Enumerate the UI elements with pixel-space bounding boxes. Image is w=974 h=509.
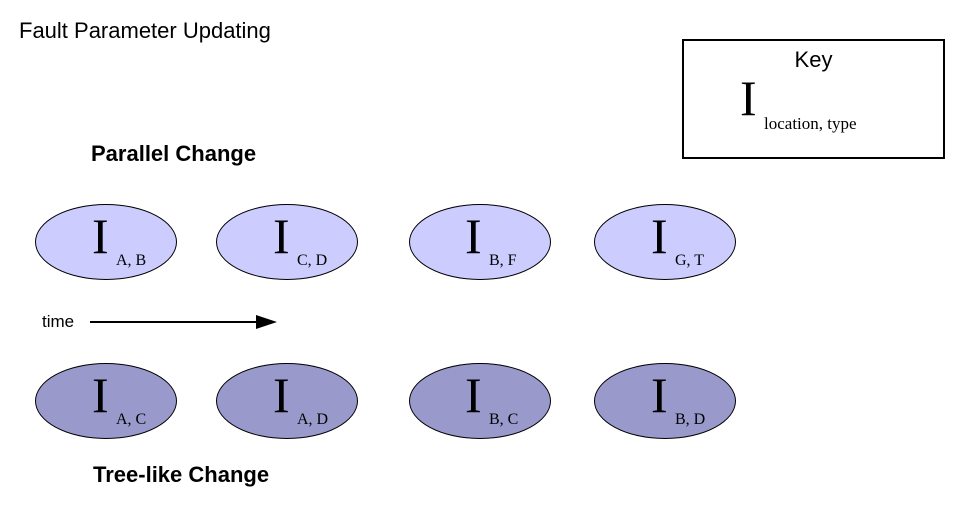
parallel-node: I C, D	[216, 204, 358, 280]
parallel-node: I B, F	[409, 204, 551, 280]
tree-node: I B, C	[409, 363, 551, 439]
node-subscript: A, C	[116, 411, 147, 428]
diagram-title: Fault Parameter Updating	[19, 18, 271, 43]
node-subscript: A, D	[297, 411, 329, 428]
parallel-node: I A, B	[35, 204, 177, 280]
tree-node: I A, C	[35, 363, 177, 439]
node-subscript: G, T	[675, 252, 705, 269]
key-symbol: I	[740, 70, 757, 126]
node-subscript: A, B	[116, 252, 147, 269]
tree-node: I B, D	[594, 363, 736, 439]
node-subscript: B, D	[675, 411, 706, 428]
key-subscript: location, type	[764, 114, 857, 133]
node-symbol: I	[651, 208, 668, 264]
node-symbol: I	[465, 367, 482, 423]
node-symbol: I	[92, 367, 109, 423]
node-symbol: I	[465, 208, 482, 264]
time-arrow-icon	[90, 315, 277, 329]
key-title: Key	[794, 47, 833, 72]
node-symbol: I	[273, 208, 290, 264]
time-label: time	[42, 312, 75, 331]
tree-change-label: Tree-like Change	[93, 462, 270, 487]
node-subscript: B, F	[489, 252, 517, 269]
node-symbol: I	[273, 367, 290, 423]
key-box: Key I location, type	[682, 39, 945, 159]
node-subscript: C, D	[297, 252, 328, 269]
node-symbol: I	[92, 208, 109, 264]
node-symbol: I	[651, 367, 668, 423]
tree-node: I A, D	[216, 363, 358, 439]
parallel-change-label: Parallel Change	[91, 141, 257, 166]
parallel-node: I G, T	[594, 204, 736, 280]
node-subscript: B, C	[489, 411, 519, 428]
